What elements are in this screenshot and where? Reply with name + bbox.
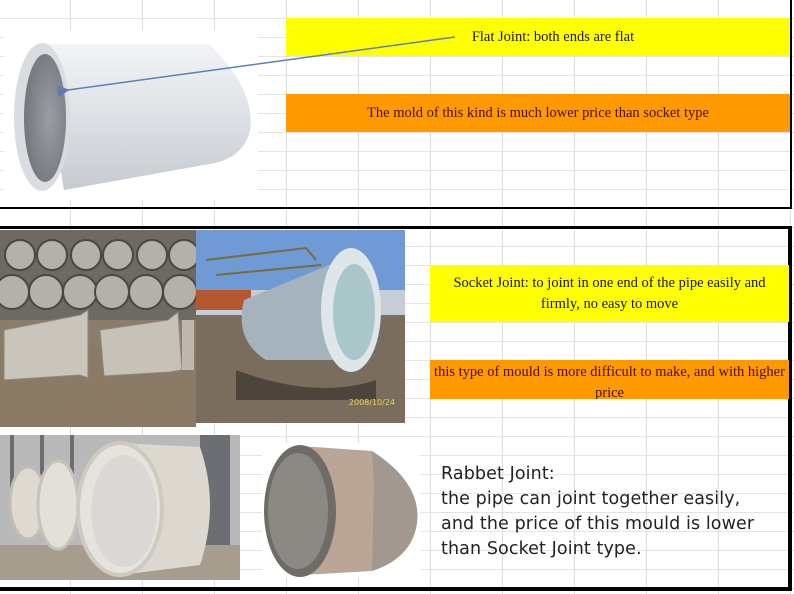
socket-rabbet-frame bbox=[0, 226, 792, 591]
stacked-socket-pipes-image bbox=[0, 230, 196, 427]
rabbet-pipes-factory-image bbox=[0, 435, 240, 580]
callout-arrow bbox=[56, 36, 456, 98]
socket-joint-note-box: this type of mould is more difficult to … bbox=[430, 360, 789, 399]
flat-joint-title-box: Flat Joint: both ends are flat bbox=[286, 18, 790, 56]
flat-joint-note: The mold of this kind is much lower pric… bbox=[367, 104, 709, 121]
socket-joint-title-line1: Socket Joint: to joint in one end of the… bbox=[453, 274, 766, 291]
rabbet-joint-title: Rabbet Joint: bbox=[441, 464, 555, 484]
large-socket-pipe-image: 2008/10/24 bbox=[196, 230, 405, 423]
rabbet-joint-line: the pipe can joint together easily, bbox=[441, 489, 741, 509]
socket-joint-title-box: Socket Joint: to joint in one end of the… bbox=[430, 265, 789, 322]
flat-joint-note-box: The mold of this kind is much lower pric… bbox=[286, 94, 790, 132]
rabbet-joint-line: than Socket Joint type. bbox=[441, 539, 642, 559]
single-rabbet-pipe-image bbox=[262, 443, 420, 578]
photo-date-stamp: 2008/10/24 bbox=[348, 398, 395, 407]
flat-joint-frame bbox=[0, 0, 792, 209]
socket-joint-note-line1: this type of mould is more difficult to … bbox=[434, 364, 785, 380]
concrete-pipe-icon bbox=[14, 43, 251, 191]
rabbet-joint-description: Rabbet Joint: the pipe can joint togethe… bbox=[441, 462, 791, 562]
socket-joint-title-line2: firmly, no easy to move bbox=[540, 295, 679, 312]
rabbet-joint-line: and the price of this mould is lower bbox=[441, 514, 755, 534]
socket-joint-note-line2: price bbox=[595, 385, 624, 399]
flat-joint-title: Flat Joint: both ends are flat bbox=[471, 28, 635, 45]
flat-joint-pipe-image bbox=[4, 30, 258, 200]
